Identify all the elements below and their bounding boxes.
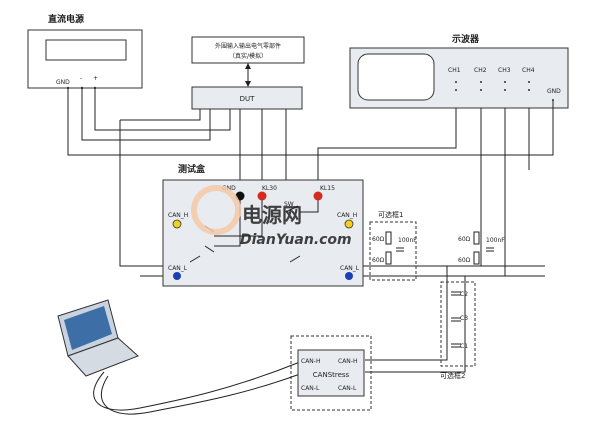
arrow-down-icon	[245, 81, 251, 87]
test-box: 测试盒 GND KL30 KL15 SW CAN_H CAN_H CAN_L C…	[162, 163, 364, 287]
option1-frame	[369, 221, 417, 281]
ch4-knob-b	[528, 89, 530, 91]
ch1-knob-b	[455, 89, 457, 91]
option1-resistor-bottom	[385, 251, 392, 265]
testbox-gnd-label: GND	[222, 185, 236, 192]
wire-ch1-kl15	[317, 108, 457, 188]
canh-right-terminal-dot	[344, 219, 354, 229]
canstress-frame	[290, 335, 372, 411]
canstress-body	[297, 349, 365, 397]
tb-kl30-wire	[214, 196, 263, 237]
laptop-keyboard	[67, 337, 139, 377]
option2-c2-label: C2	[460, 291, 468, 298]
right-termination: 60Ω 60Ω 100nF	[458, 231, 505, 265]
right-cap-label: 100nF	[486, 237, 505, 244]
watermark-url: DianYuan.com	[240, 232, 352, 248]
dc-power-supply: 直流电源 GND - +	[27, 13, 143, 90]
right-resistor-top	[473, 231, 480, 245]
option2-c3-label: C3	[460, 315, 468, 322]
option2-c1-label: C1	[460, 343, 468, 350]
dut: DUT	[191, 86, 303, 110]
switch-c	[189, 255, 201, 263]
canl-right-terminal-dot	[345, 272, 353, 280]
peripheral-components: 外围输入输出电气零部件 （真实/模拟）	[191, 36, 305, 87]
scope-gnd-label: GND	[547, 88, 561, 95]
canstress-title: CANStress	[313, 371, 350, 379]
power-supply-display	[45, 39, 127, 61]
testbox-canl-left-label: CAN_L	[168, 265, 188, 272]
scope-ch3-label: CH3	[498, 67, 511, 74]
peripheral-line1: 外围输入输出电气零部件	[215, 42, 281, 50]
peripheral-line2: （真实/模拟）	[229, 52, 267, 60]
right-r2-label: 60Ω	[458, 257, 471, 264]
laptop-cable-l	[101, 373, 301, 415]
tb-kl15-wire	[300, 196, 319, 213]
wire-canh-bus	[119, 120, 545, 267]
scope-ch2-label: CH2	[474, 67, 487, 74]
option1-title: 可选框1	[378, 210, 403, 219]
canh-left-terminal-dot	[172, 219, 182, 229]
wire-opt2-h	[365, 266, 448, 361]
option1-cap-label: 100nF	[398, 237, 417, 244]
wire-opt2-l	[365, 276, 466, 373]
kl30-terminal-dot	[257, 191, 267, 201]
oscilloscope: 示波器 CH1 CH2 CH3 CH4 GND	[349, 33, 569, 109]
testbox-canh-right-label: CAN_H	[337, 212, 357, 219]
ch1-knob-a	[455, 81, 457, 83]
scope-ch4-label: CH4	[522, 67, 535, 74]
wire-minus	[81, 88, 211, 141]
power-supply-gnd-label: GND	[56, 79, 70, 86]
canstress-canl-right: CAN-L	[338, 385, 357, 392]
switch-d	[289, 255, 301, 263]
testbox-sw-label: SW	[284, 201, 294, 208]
oscilloscope-screen	[357, 53, 435, 101]
oscilloscope-title: 示波器	[452, 33, 480, 45]
testbox-title: 测试盒	[178, 163, 206, 175]
laptop-icon	[57, 299, 301, 415]
canl-left-terminal-dot	[173, 272, 181, 280]
kl15-terminal-dot	[313, 191, 323, 201]
option1-r2-label: 60Ω	[372, 257, 385, 264]
scope-ch1-label: CH1	[448, 67, 461, 74]
switch-sw	[285, 205, 299, 213]
right-resistor-bottom	[473, 251, 480, 265]
canstress-canh-left: CAN-H	[301, 358, 320, 365]
power-supply-plus-label: +	[93, 75, 98, 82]
testbox-canh-left-label: CAN_H	[168, 212, 188, 219]
watermark-logo-text: 电源网	[242, 203, 302, 227]
ch2-knob-b	[480, 89, 482, 91]
ch3-knob-b	[504, 89, 506, 91]
right-r1-label: 60Ω	[458, 236, 471, 243]
testbox-canl-right-label: CAN_L	[340, 265, 360, 272]
laptop-cable-h	[93, 361, 301, 411]
canstress: CAN-H CAN-H CANStress CAN-L CAN-L	[290, 335, 372, 411]
switch-b	[204, 245, 215, 253]
wire-dut-aux	[120, 109, 201, 121]
option1-resistor-top	[385, 231, 392, 245]
ch2-knob-a	[480, 81, 482, 83]
testbox-kl15-label: KL15	[320, 185, 335, 192]
wire-gnd-bus	[67, 88, 554, 156]
canstress-canh-right: CAN-H	[338, 358, 357, 365]
option2-frame	[440, 281, 476, 367]
watermark-logo-icon	[191, 185, 241, 235]
testbox-kl30-label: KL30	[262, 185, 277, 192]
laptop-display	[64, 306, 112, 350]
power-supply-minus-label: -	[80, 75, 82, 82]
ch4-knob-a	[528, 81, 530, 83]
option-box-2: 可选框2 C2 C3 C1	[440, 281, 476, 380]
canstress-canl-left: CAN-L	[301, 385, 320, 392]
watermark: 电源网 DianYuan.com	[191, 185, 352, 248]
ch3-knob-a	[504, 81, 506, 83]
arrow-up-icon	[245, 63, 251, 69]
option2-title: 可选框2	[440, 371, 465, 380]
wire-plus	[94, 88, 231, 131]
dut-label: DUT	[240, 95, 256, 103]
wiring	[67, 88, 554, 373]
power-supply-title: 直流电源	[48, 13, 84, 25]
option1-r1-label: 60Ω	[372, 236, 385, 243]
dut-box	[191, 86, 303, 110]
option-box-1: 可选框1 60Ω 60Ω 100nF	[369, 210, 417, 281]
